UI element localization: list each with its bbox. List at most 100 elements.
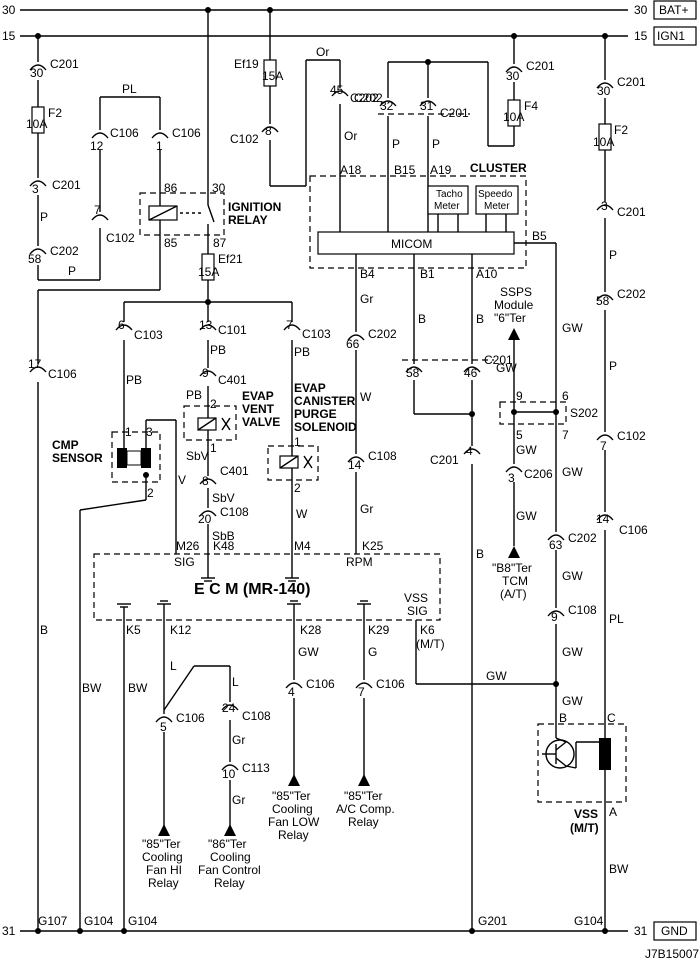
svg-text:GW: GW (516, 443, 537, 457)
svg-text:P: P (609, 248, 617, 262)
svg-text:Fan HI: Fan HI (146, 863, 182, 877)
svg-text:12: 12 (90, 139, 104, 153)
svg-text:L: L (170, 659, 177, 673)
svg-text:87: 87 (213, 236, 227, 250)
svg-text:3: 3 (32, 182, 39, 196)
svg-text:85: 85 (164, 236, 178, 250)
svg-text:Meter: Meter (484, 201, 510, 212)
svg-text:PB: PB (126, 373, 142, 387)
svg-text:C: C (607, 711, 616, 725)
svg-text:C401: C401 (220, 464, 249, 478)
svg-text:C106: C106 (306, 677, 335, 691)
svg-text:Meter: Meter (434, 201, 460, 212)
bat-rail-tag (653, 0, 697, 20)
svg-text:C102: C102 (617, 429, 646, 443)
svg-text:A19: A19 (430, 163, 452, 177)
ac-comp-relay-label: "85"Ter (344, 789, 383, 803)
right-ign-branch: 30 C201 F2 10A 3 C201 P 58 C202 P 7 C102… (593, 33, 648, 738)
ecm-label: E C M (MR-140) (194, 581, 310, 598)
svg-text:K25: K25 (362, 539, 384, 553)
svg-text:C102: C102 (106, 231, 135, 245)
svg-text:Module: Module (494, 298, 534, 312)
svg-text:B1: B1 (420, 267, 435, 281)
svg-text:Relay: Relay (148, 876, 179, 890)
svg-text:K48: K48 (213, 539, 235, 553)
svg-text:3: 3 (146, 425, 153, 439)
svg-text:Gr: Gr (360, 292, 373, 306)
svg-text:PB: PB (294, 345, 310, 359)
svg-text:Fan Control: Fan Control (198, 863, 261, 877)
svg-text:C108: C108 (368, 449, 397, 463)
svg-text:B4: B4 (360, 267, 375, 281)
svg-text:C201: C201 (52, 178, 81, 192)
svg-text:W: W (296, 507, 308, 521)
svg-text:BW: BW (82, 681, 102, 695)
svg-text:Gr: Gr (232, 733, 245, 747)
svg-text:SbV: SbV (212, 491, 235, 505)
svg-text:P: P (432, 137, 440, 151)
left-ign-branch: 30 C201 F2 10A 3 C201 P 58 C202 P (26, 33, 101, 281)
svg-text:G: G (368, 645, 377, 659)
fuse-ef21: Ef21 15A (124, 252, 292, 305)
svg-text:Fan LOW: Fan LOW (268, 815, 320, 829)
svg-text:Gr: Gr (360, 502, 373, 516)
svg-text:C201: C201 (526, 59, 555, 73)
gnd-rail: 31 31 GND (2, 921, 697, 941)
svg-text:Relay: Relay (214, 876, 245, 890)
svg-text:10: 10 (222, 767, 236, 781)
svg-text:C202: C202 (354, 91, 383, 105)
svg-text:P: P (392, 137, 400, 151)
svg-text:4: 4 (466, 444, 473, 458)
svg-text:20: 20 (198, 512, 212, 526)
bat-rail-label: BAT+ (659, 3, 688, 17)
svg-text:Or: Or (344, 129, 357, 143)
vss-sensor: B C A BW G104 VSS (M/T) (537, 711, 629, 934)
svg-text:C201: C201 (50, 57, 79, 71)
svg-text:5: 5 (160, 720, 167, 734)
ignition-relay-label: IGNITION (228, 200, 281, 214)
bat-rail-right-number: 30 (634, 3, 648, 17)
svg-text:17: 17 (28, 357, 42, 371)
evap-purge-branch: 7 C103 PB 1 2 W EVAP CANISTER PURGE SOLE… (267, 302, 357, 565)
gnd-rail-tag (653, 921, 697, 941)
ignition-relay: 86 30 85 87 IGNITION RELAY (38, 7, 281, 291)
svg-text:K5: K5 (126, 623, 141, 637)
svg-text:58: 58 (406, 366, 420, 380)
svg-text:PL: PL (609, 612, 624, 626)
svg-text:BW: BW (609, 862, 629, 876)
svg-text:46: 46 (464, 366, 478, 380)
svg-text:P: P (609, 359, 617, 373)
svg-text:7: 7 (94, 203, 101, 217)
svg-text:30: 30 (506, 69, 520, 83)
ign-rail-left-number: 15 (2, 29, 16, 43)
svg-text:Ef21: Ef21 (218, 252, 243, 266)
svg-text:F2: F2 (614, 123, 628, 137)
svg-text:VSS: VSS (404, 591, 428, 605)
svg-text:RPM: RPM (346, 555, 373, 569)
svg-text:C201: C201 (430, 453, 459, 467)
svg-text:C202: C202 (617, 287, 646, 301)
fan-control-relay-label: "86"Ter (208, 837, 247, 851)
evap-vent-valve-label: EVAP (242, 389, 274, 403)
svg-text:W: W (360, 390, 372, 404)
svg-text:10A: 10A (503, 110, 524, 124)
svg-text:58: 58 (596, 294, 610, 308)
svg-text:1: 1 (294, 435, 301, 449)
svg-text:B: B (559, 711, 567, 725)
svg-text:TCM: TCM (502, 574, 528, 588)
svg-text:C201: C201 (617, 205, 646, 219)
svg-text:6: 6 (118, 318, 125, 332)
fan-relay-branches: L L 5 C106 "85"Ter Cooling Fan HI Relay … (142, 659, 271, 890)
svg-text:SOLENOID: SOLENOID (294, 420, 357, 434)
svg-text:GW: GW (298, 645, 319, 659)
bat-rail-left-number: 30 (2, 3, 16, 17)
gnd-rail-label: GND (661, 924, 688, 938)
svg-text:C201: C201 (440, 106, 469, 120)
svg-text:31: 31 (420, 99, 434, 113)
svg-text:C103: C103 (302, 327, 331, 341)
svg-text:30: 30 (30, 66, 44, 80)
svg-text:F2: F2 (48, 106, 62, 120)
svg-text:M4: M4 (294, 539, 311, 553)
